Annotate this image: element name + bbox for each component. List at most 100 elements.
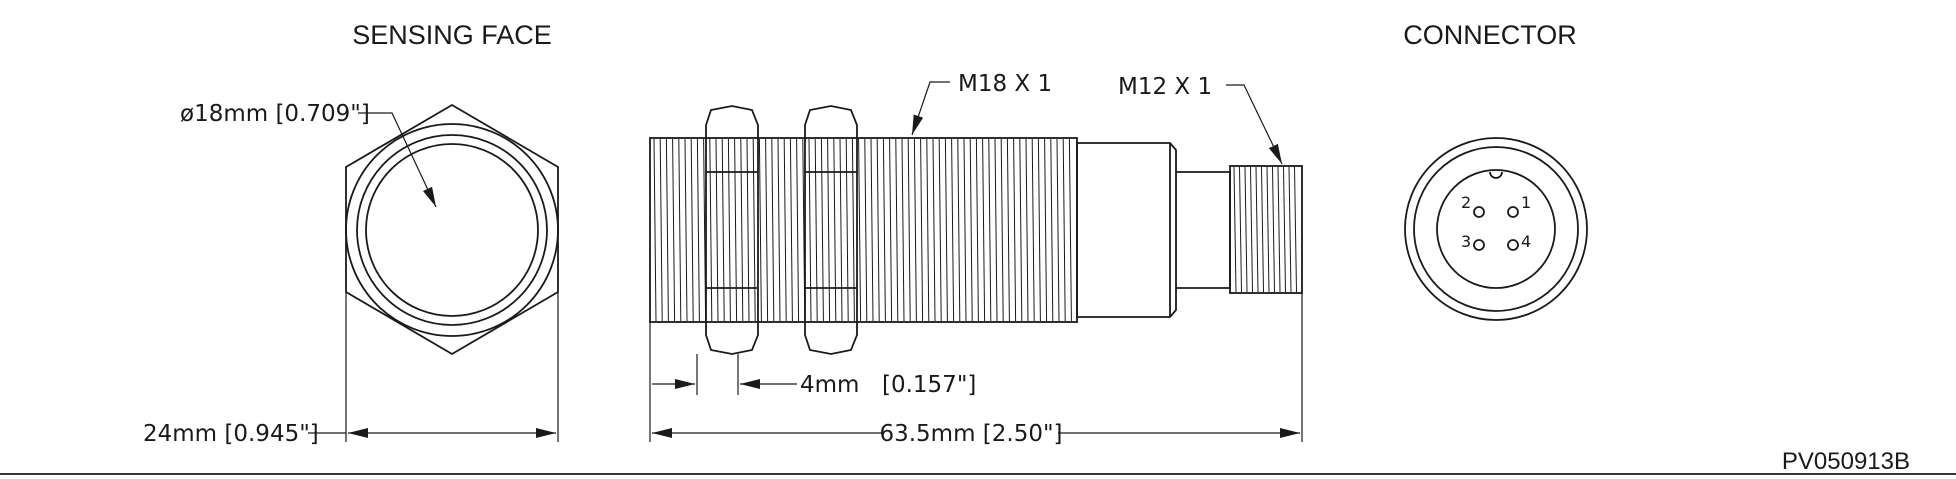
thread-line <box>913 138 917 322</box>
thread-line <box>678 138 682 322</box>
thread-line <box>982 138 986 322</box>
connector-thread-leader <box>1226 84 1283 165</box>
connector-insert <box>1436 169 1556 289</box>
thread-line <box>951 138 955 322</box>
thread-line <box>1266 166 1270 293</box>
thread-line <box>895 138 899 322</box>
thread-line <box>746 138 750 322</box>
thread-line <box>1239 166 1242 293</box>
pin-1-label: 1 <box>1521 193 1531 212</box>
thread-line <box>839 138 843 322</box>
connector-neck <box>1176 171 1231 289</box>
overall-length-label: 63.5mm [2.50"] <box>879 421 1062 447</box>
thread-line <box>975 138 979 322</box>
thread-line <box>734 138 738 322</box>
thread-line <box>1019 138 1023 322</box>
connector-outer-ring <box>1404 137 1588 321</box>
thread-line <box>938 138 942 322</box>
face-diameter-label: ø18mm [0.709"] <box>180 101 370 127</box>
connector-face-view: 1 2 3 4 <box>1404 137 1588 321</box>
thread-line <box>963 138 967 322</box>
thread-line <box>994 138 998 322</box>
thread-line <box>777 138 781 322</box>
thread-line <box>771 138 775 322</box>
thread-line <box>1294 166 1297 293</box>
thread-line <box>889 138 893 322</box>
thread-line <box>684 138 688 322</box>
thread-line <box>727 138 731 322</box>
thread-line <box>1025 138 1029 322</box>
thread-line <box>1006 138 1010 322</box>
thread-line <box>1250 166 1253 293</box>
thread-line <box>796 138 800 322</box>
thread-line <box>988 138 992 322</box>
thread-line <box>783 138 787 322</box>
hex-width-dimension <box>308 292 559 442</box>
document-number: PV050913B <box>1782 448 1910 475</box>
main-thread-leader <box>911 81 950 136</box>
thread-line <box>1000 138 1004 322</box>
thread-line <box>690 138 694 322</box>
sensing-face-outer-circle <box>356 134 548 326</box>
thread-line <box>789 138 793 322</box>
pin-4-label: 4 <box>1521 232 1531 251</box>
connector-key <box>1489 171 1503 179</box>
thread-line <box>876 138 880 322</box>
thread-line <box>944 138 948 322</box>
thread-line <box>1044 138 1048 322</box>
main-thread-label: M18 X 1 <box>958 71 1052 97</box>
thread-line <box>820 138 824 322</box>
connector-middle-ring <box>1413 146 1579 312</box>
thread-line <box>752 138 756 322</box>
pin-3-label: 3 <box>1461 232 1471 251</box>
overall-length-dimension <box>649 293 1303 442</box>
sensor-side-view <box>649 105 1303 355</box>
thread-line <box>659 138 663 322</box>
thread-line <box>1233 166 1237 293</box>
thread-line <box>926 138 930 322</box>
hex-nut-outline <box>345 103 559 356</box>
sensor-body <box>1076 142 1177 318</box>
thread-line <box>709 138 713 322</box>
thread-line <box>1244 166 1248 293</box>
thread-line <box>1031 138 1035 322</box>
thread-line <box>1056 138 1060 322</box>
pin-2-socket <box>1473 206 1485 218</box>
hex-width-label: 24mm [0.945"] <box>143 421 319 447</box>
thread-line <box>715 138 719 322</box>
sensing-face-view <box>345 103 559 356</box>
connector-thread-section <box>1229 165 1303 294</box>
thread-line <box>833 138 837 322</box>
thread-line <box>932 138 936 322</box>
thread-line <box>845 138 849 322</box>
thread-line <box>858 138 862 322</box>
sensing-face-inner-circle <box>365 143 539 317</box>
thread-line <box>814 138 818 322</box>
thread-line <box>1013 138 1017 322</box>
thread-line <box>765 138 769 322</box>
thread-line <box>882 138 886 322</box>
thread-line <box>920 138 924 322</box>
main-thread-section <box>649 137 1078 323</box>
front-nut <box>705 105 759 355</box>
thread-line <box>1037 138 1041 322</box>
pin-1-socket <box>1507 206 1519 218</box>
thread-line <box>758 138 762 322</box>
thread-line <box>808 138 812 322</box>
nut-chamfer-circle <box>345 123 559 337</box>
thread-line <box>1277 166 1281 293</box>
sensing-face-heading: SENSING FACE <box>352 20 552 50</box>
nut-thickness-dimension <box>649 322 797 395</box>
thread-line <box>672 138 676 322</box>
thread-line <box>864 138 868 322</box>
nut-thickness-label: 4mm <box>800 372 859 398</box>
pin-3-socket <box>1473 239 1485 251</box>
thread-line <box>665 138 669 322</box>
thread-line <box>740 138 744 322</box>
thread-line <box>870 138 874 322</box>
thread-line <box>1261 166 1264 293</box>
thread-line <box>827 138 831 322</box>
pin-4-socket <box>1507 239 1519 251</box>
thread-line <box>1062 138 1066 322</box>
